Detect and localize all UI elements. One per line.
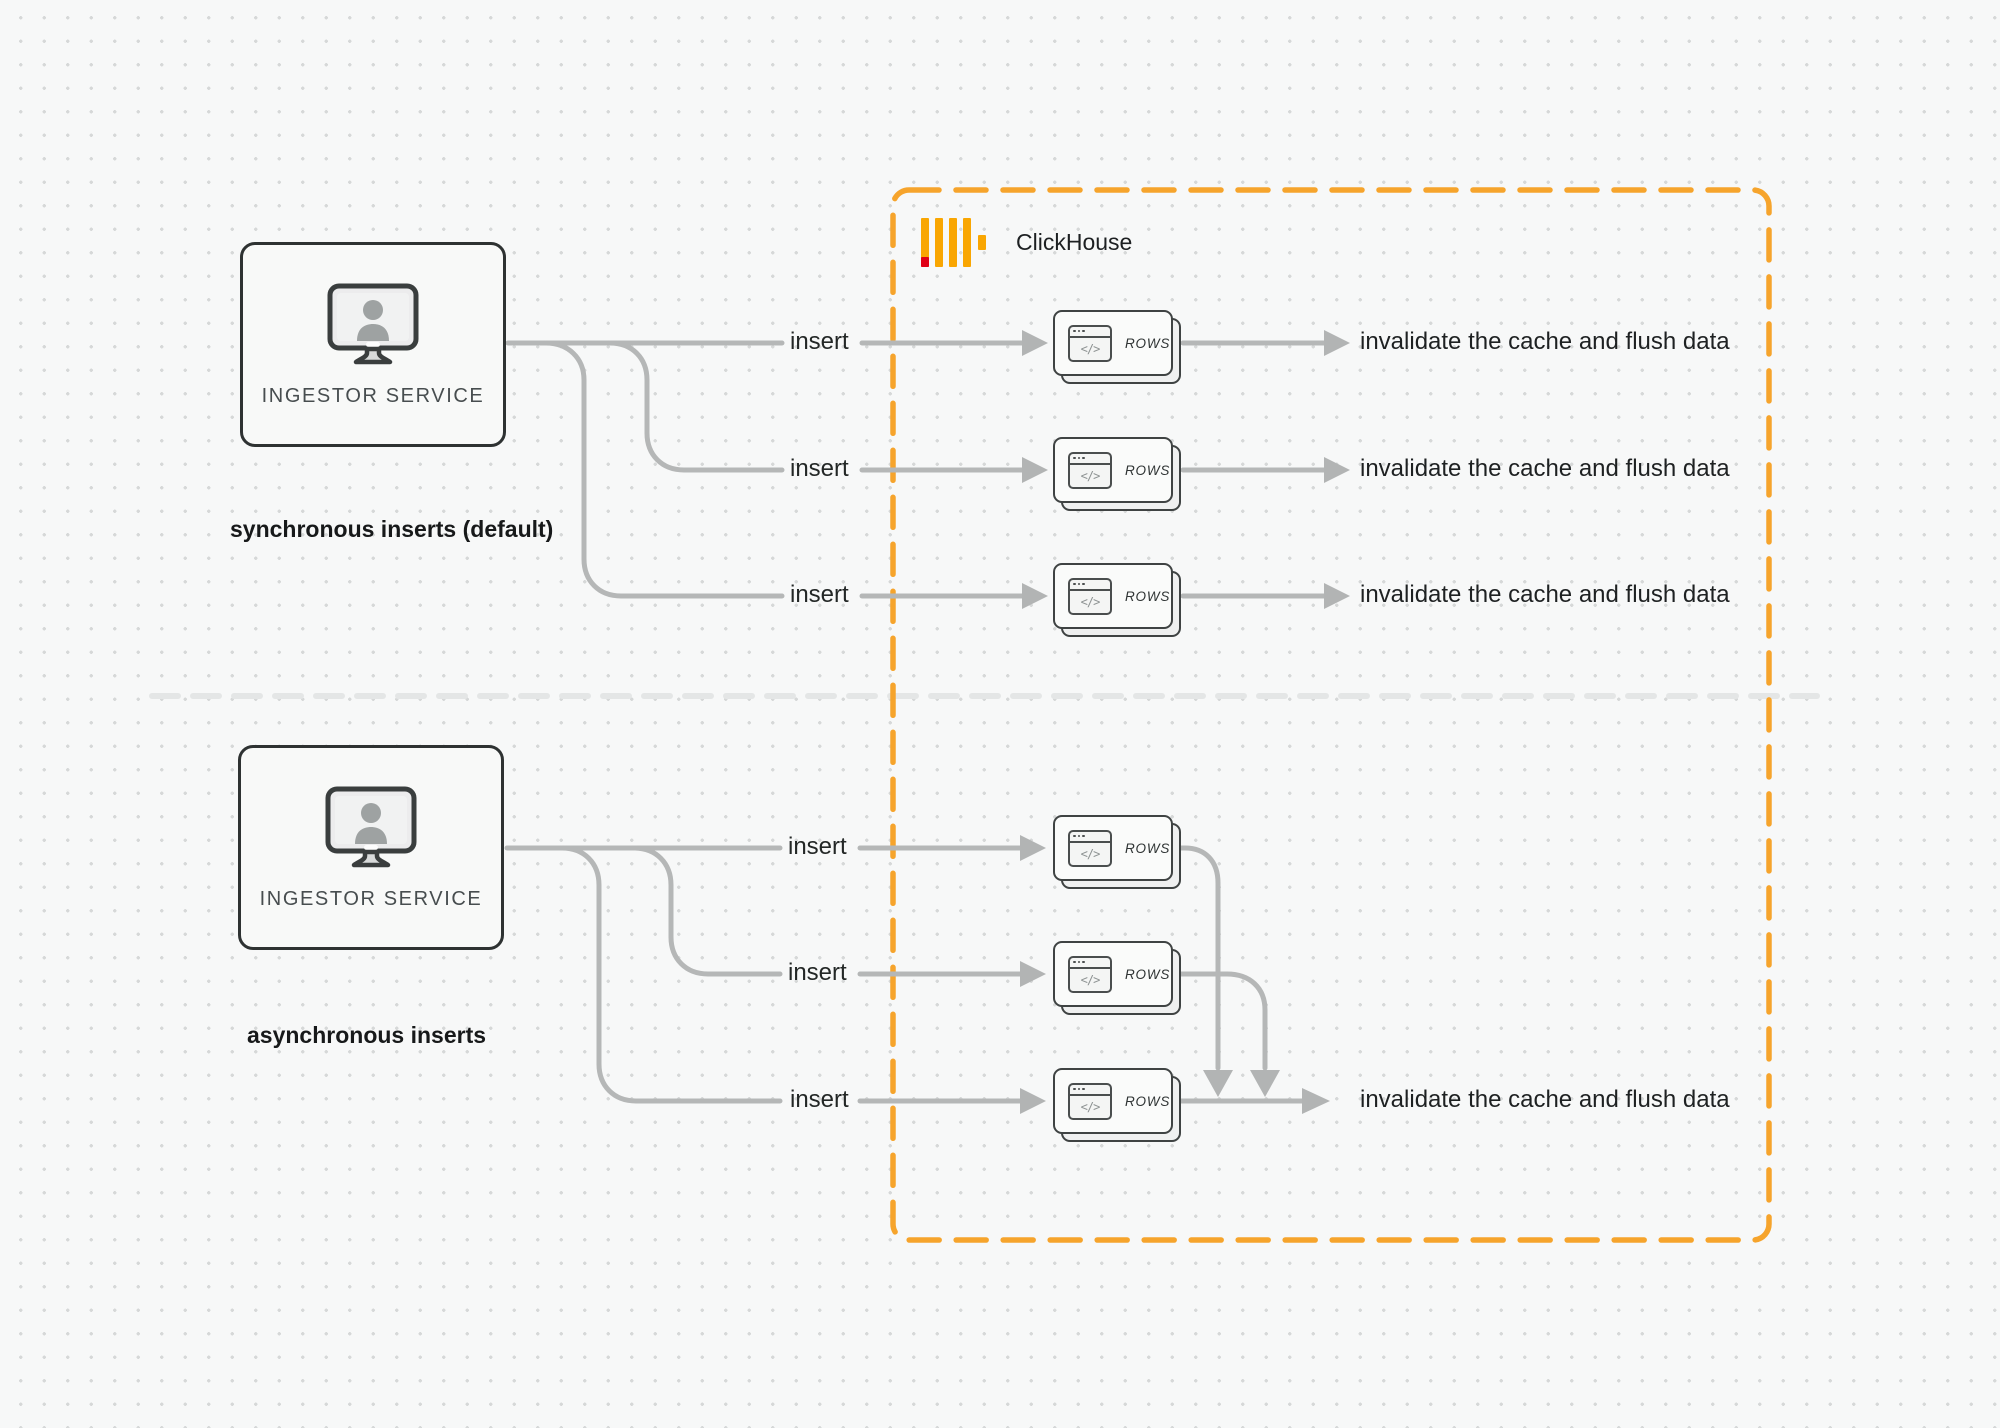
insert-label: insert — [790, 327, 849, 355]
invalidate-label: invalidate the cache and flush data — [1360, 327, 1730, 355]
arrow-right-icon — [1020, 835, 1046, 861]
arrow-right-icon — [1324, 583, 1350, 609]
arrow-right-icon — [1020, 1088, 1046, 1114]
insert-label: insert — [788, 832, 847, 860]
insert-label: insert — [790, 1085, 849, 1113]
code-window-icon: </> — [1068, 829, 1112, 867]
rows-label: ROWS — [1125, 335, 1171, 351]
insert-label: insert — [788, 958, 847, 986]
arrow-right-icon — [1022, 330, 1048, 356]
service-label: INGESTOR SERVICE — [261, 385, 485, 407]
code-window-icon: </> — [1068, 324, 1112, 362]
code-window-icon: </> — [1068, 577, 1112, 615]
rows-label: ROWS — [1125, 462, 1171, 478]
arrow-down-icon — [1250, 1070, 1280, 1097]
rows-card: </> ROWS — [1053, 563, 1181, 637]
async-caption: asynchronous inserts — [247, 1022, 487, 1048]
rows-card: </> ROWS — [1053, 1068, 1181, 1142]
rows-label: ROWS — [1125, 966, 1171, 982]
rows-card: </> ROWS — [1053, 437, 1181, 511]
arrow-right-icon — [1020, 961, 1046, 987]
clickhouse-bars-icon — [920, 216, 988, 268]
clickhouse-logo-lockup: ClickHouse — [920, 216, 1132, 268]
arrow-right-icon — [1324, 457, 1350, 483]
clickhouse-name: ClickHouse — [1016, 228, 1133, 255]
arrow-right-icon — [1022, 457, 1048, 483]
rows-card: </> ROWS — [1053, 310, 1181, 384]
async-connectors — [504, 835, 1330, 1114]
async-ingestor-service-box: INGESTOR SERVICE — [238, 745, 504, 950]
arrow-right-icon — [1324, 330, 1350, 356]
rows-label: ROWS — [1125, 840, 1171, 856]
invalidate-label: invalidate the cache and flush data — [1360, 1085, 1730, 1113]
arrow-right-icon — [1022, 583, 1048, 609]
invalidate-label: invalidate the cache and flush data — [1360, 454, 1730, 482]
monitor-user-icon — [327, 283, 419, 365]
insert-label: insert — [790, 454, 849, 482]
sync-ingestor-service-box: INGESTOR SERVICE — [240, 242, 506, 447]
monitor-user-icon — [325, 786, 417, 868]
rows-card: </> ROWS — [1053, 941, 1181, 1015]
rows-label: ROWS — [1125, 1093, 1171, 1109]
clickhouse-boundary — [890, 187, 1772, 1243]
arrow-down-icon — [1203, 1070, 1233, 1097]
rows-label: ROWS — [1125, 588, 1171, 604]
invalidate-label: invalidate the cache and flush data — [1360, 580, 1730, 608]
code-window-icon: </> — [1068, 451, 1112, 489]
sync-caption: synchronous inserts (default) — [230, 516, 554, 542]
code-window-icon: </> — [1068, 955, 1112, 993]
arrow-right-icon — [1302, 1088, 1330, 1114]
code-window-icon: </> — [1068, 1082, 1112, 1120]
service-label: INGESTOR SERVICE — [259, 888, 483, 910]
rows-card: </> ROWS — [1053, 815, 1181, 889]
insert-label: insert — [790, 580, 849, 608]
sync-connectors — [505, 330, 1350, 609]
